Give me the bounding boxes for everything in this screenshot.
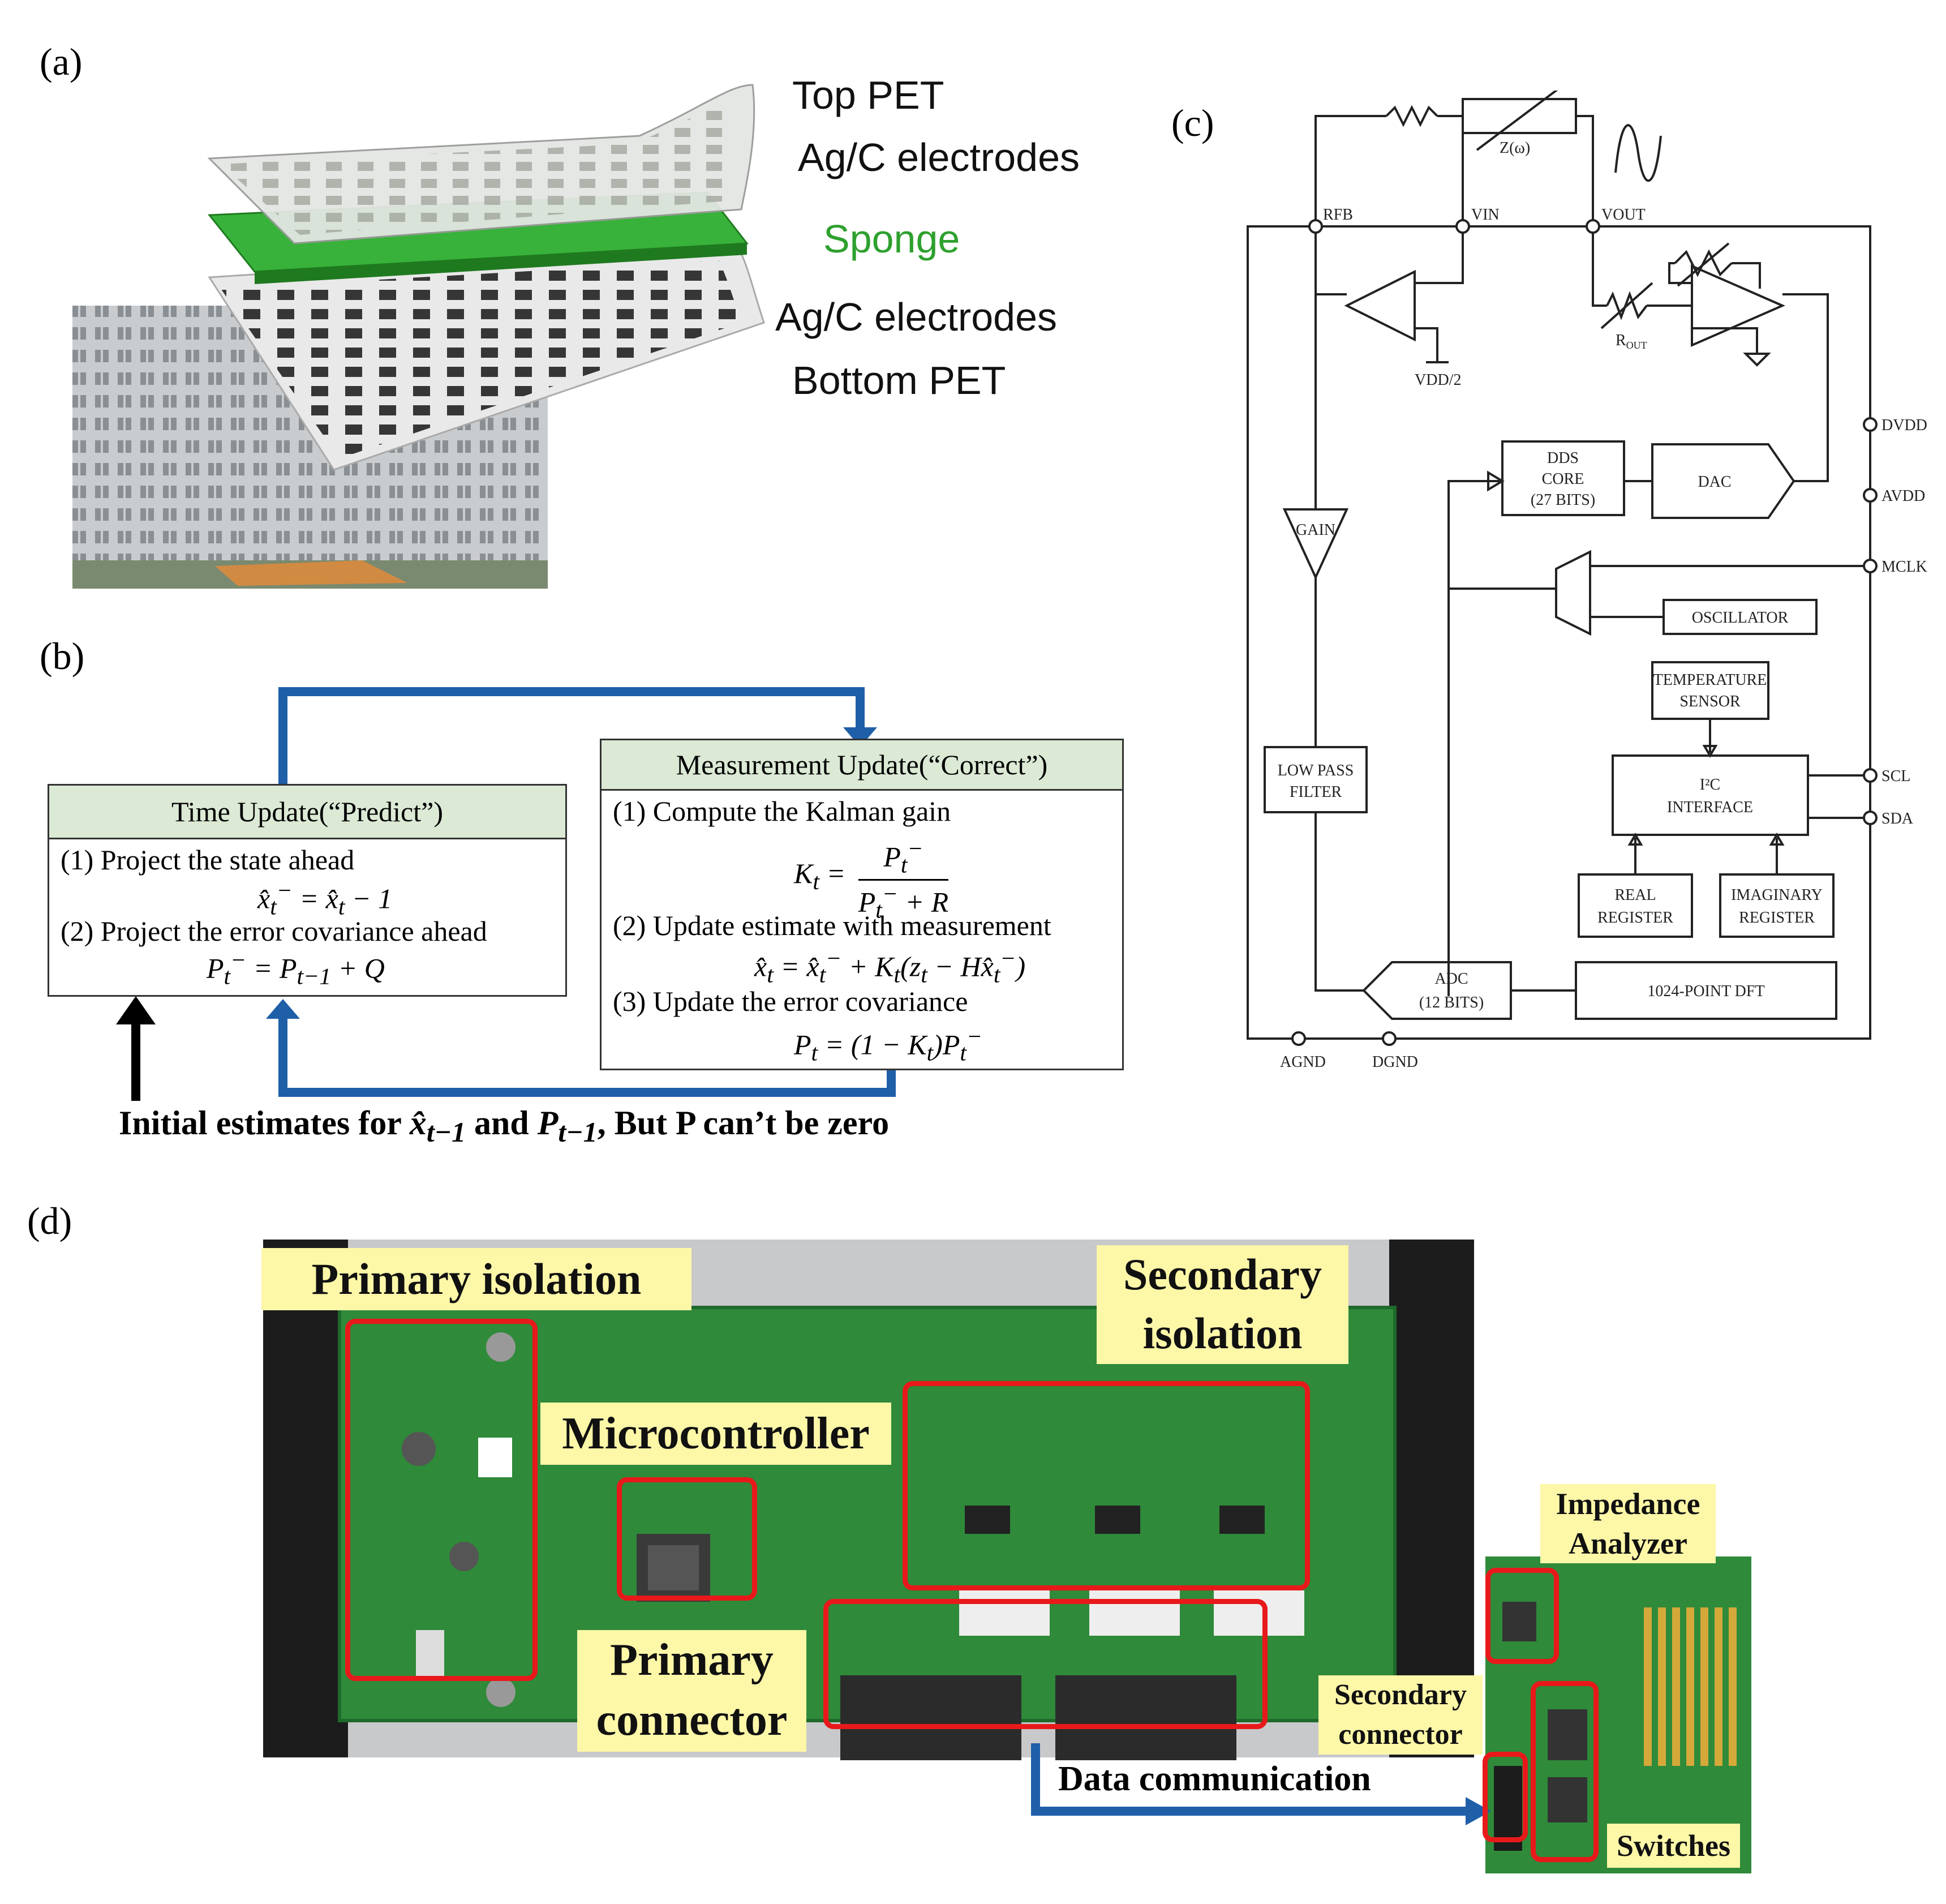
highlight-switches: [1531, 1681, 1599, 1862]
label-bottom-pet: Bottom PET: [792, 358, 1006, 402]
pin-vout: VOUT: [1601, 206, 1646, 224]
meas-step-1: (1) Compute the Kalman gain: [613, 795, 951, 827]
time-step-1: (1) Project the state ahead: [61, 844, 355, 876]
ad5933-block-diagram: RFB VIN VOUT Z(ω) VDD/2 ROUT DVDD AVDD M…: [1247, 91, 1927, 1071]
pin-vin: VIN: [1471, 206, 1500, 224]
real-line2: REGISTER: [1597, 909, 1673, 927]
pin-avdd: AVDD: [1881, 487, 1925, 505]
meas-step-3: (3) Update the error covariance: [613, 985, 968, 1017]
adc-line2: (12 BITS): [1419, 994, 1484, 1011]
i2c-line2: INTERFACE: [1667, 799, 1753, 816]
highlight-microcontroller: [617, 1477, 757, 1601]
tag-switches: Switches: [1607, 1824, 1740, 1868]
oscillator-label: OSCILLATOR: [1692, 609, 1789, 627]
dds-line1: DDS: [1547, 449, 1579, 467]
label-sponge: Sponge: [823, 217, 960, 261]
time-update-title: Time Update(“Predict”): [49, 786, 565, 839]
label-top-pet: Top PET: [792, 73, 944, 117]
dft-label: 1024-POINT DFT: [1647, 983, 1764, 1000]
label-zomega: Z(ω): [1500, 139, 1530, 157]
dds-line3: (27 BITS): [1531, 491, 1595, 509]
time-eq-1: x̂t− = x̂t − 1: [257, 878, 393, 920]
pin-dvdd: DVDD: [1881, 417, 1927, 434]
panel-label-a: (a): [40, 40, 83, 83]
imag-line2: REGISTER: [1739, 909, 1815, 927]
label-ag-top: Ag/C electrodes: [798, 135, 1080, 179]
pin-mclk: MCLK: [1881, 558, 1927, 576]
dds-line2: CORE: [1542, 470, 1584, 488]
panel-label-d: (d): [27, 1199, 72, 1242]
panel-label-b: (b): [40, 634, 85, 677]
i2c-line1: I²C: [1700, 776, 1720, 794]
meas-eq-covariance: Pt = (1 − Kt)Pt−: [794, 1024, 983, 1066]
highlight-primary-connector: [823, 1599, 1268, 1729]
meas-eq-gain: Kt = Pt− Pt− + R: [794, 836, 949, 924]
pin-dgnd: DGND: [1372, 1053, 1418, 1071]
measurement-update-box: Measurement Update(“Correct”) (1) Comput…: [600, 739, 1124, 1070]
label-vdd2: VDD/2: [1415, 371, 1461, 389]
temp-line1: TEMPERATURE: [1653, 671, 1767, 689]
pin-rfb: RFB: [1323, 206, 1353, 224]
highlight-primary-isolation: [345, 1319, 538, 1681]
meas-step-2: (2) Update estimate with measurement: [613, 910, 1051, 941]
tag-impedance-analyzer: Impedance Analyzer: [1540, 1484, 1716, 1563]
kalman-footer: Initial estimates for x̂t−1 and Pt−1, Bu…: [119, 1104, 890, 1148]
sensor-layers-illustration: [72, 84, 765, 589]
time-update-box: Time Update(“Predict”) (1) Project the s…: [48, 784, 567, 997]
tag-primary-connector: Primary connector: [577, 1630, 806, 1752]
measurement-update-title: Measurement Update(“Correct”): [602, 740, 1122, 791]
time-step-2: (2) Project the error covariance ahead: [61, 915, 487, 947]
gain-label: GAIN: [1296, 521, 1335, 539]
lpf-line1: LOW PASS: [1278, 762, 1354, 779]
label-rout: ROUT: [1616, 332, 1647, 351]
label-data-communication: Data communication: [1058, 1760, 1371, 1798]
pin-agnd: AGND: [1280, 1053, 1326, 1071]
real-line1: REAL: [1614, 886, 1656, 904]
hardware-photo: [263, 1240, 1751, 1873]
temp-line2: SENSOR: [1679, 693, 1741, 710]
tag-secondary-connector: Secondary connector: [1318, 1675, 1483, 1755]
highlight-secondary-connector: [1483, 1752, 1528, 1842]
lpf-line2: FILTER: [1290, 783, 1342, 801]
time-eq-2: Pt− = Pt−1 + Q: [207, 947, 385, 990]
pin-sda: SDA: [1881, 810, 1914, 827]
adc-line1: ADC: [1434, 970, 1468, 988]
highlight-secondary-isolation: [903, 1381, 1310, 1590]
pin-scl: SCL: [1881, 767, 1910, 785]
tag-primary-isolation: Primary isolation: [261, 1248, 691, 1310]
kalman-loop-arrows: [116, 687, 896, 1101]
label-ag-bottom: Ag/C electrodes: [775, 295, 1058, 339]
meas-eq-estimate: x̂t = x̂t− + Kt(zt − Hx̂t−): [754, 946, 1026, 988]
imag-line1: IMAGINARY: [1731, 886, 1823, 904]
highlight-impedance-analyzer: [1485, 1568, 1559, 1664]
panel-label-c: (c): [1171, 101, 1214, 144]
dac-label: DAC: [1698, 473, 1731, 491]
tag-microcontroller: Microcontroller: [540, 1403, 891, 1465]
tag-secondary-isolation: Secondary isolation: [1097, 1245, 1348, 1364]
